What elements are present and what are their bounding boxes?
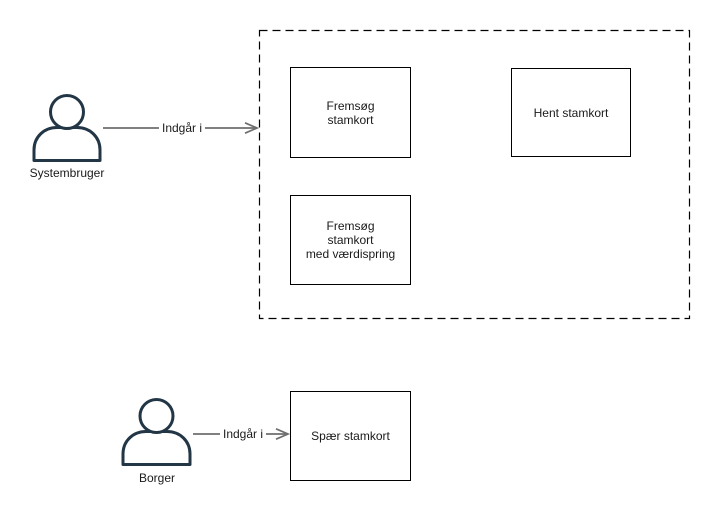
use-case-label: Hent stamkort [533, 105, 609, 120]
use-case-hent-stamkort: Hent stamkort [511, 68, 631, 157]
use-case-label: Fremsøg stamkort [326, 98, 375, 127]
use-case-fremsog-stamkort-med-vaerdispring: Fremsøg stamkort med værdispring [290, 195, 411, 285]
use-case-label: Spær stamkort [311, 429, 390, 443]
system-boundary [258, 29, 691, 320]
person-head-shape [49, 94, 85, 130]
person-body-shape [32, 126, 102, 162]
person-body-shape [121, 430, 192, 466]
systembruger-person-icon [32, 94, 102, 162]
borger-person-icon [121, 398, 192, 466]
arrow-head-icon [244, 122, 260, 134]
use-case-label: Fremsøg stamkort med værdispring [305, 219, 396, 261]
use-case-spaer-stamkort: Spær stamkort [290, 391, 411, 481]
arrow-label-indgaar-i-borger: Indgår i [219, 427, 267, 441]
actor-label-borger: Borger [138, 471, 176, 485]
arrow-label-indgaar-i-systembruger: Indgår i [158, 121, 206, 135]
actor-label-systembruger: Systembruger [29, 166, 105, 180]
use-case-fremsog-stamkort: Fremsøg stamkort [290, 67, 411, 158]
person-head-shape [138, 398, 175, 434]
arrow-head-icon [275, 428, 291, 440]
